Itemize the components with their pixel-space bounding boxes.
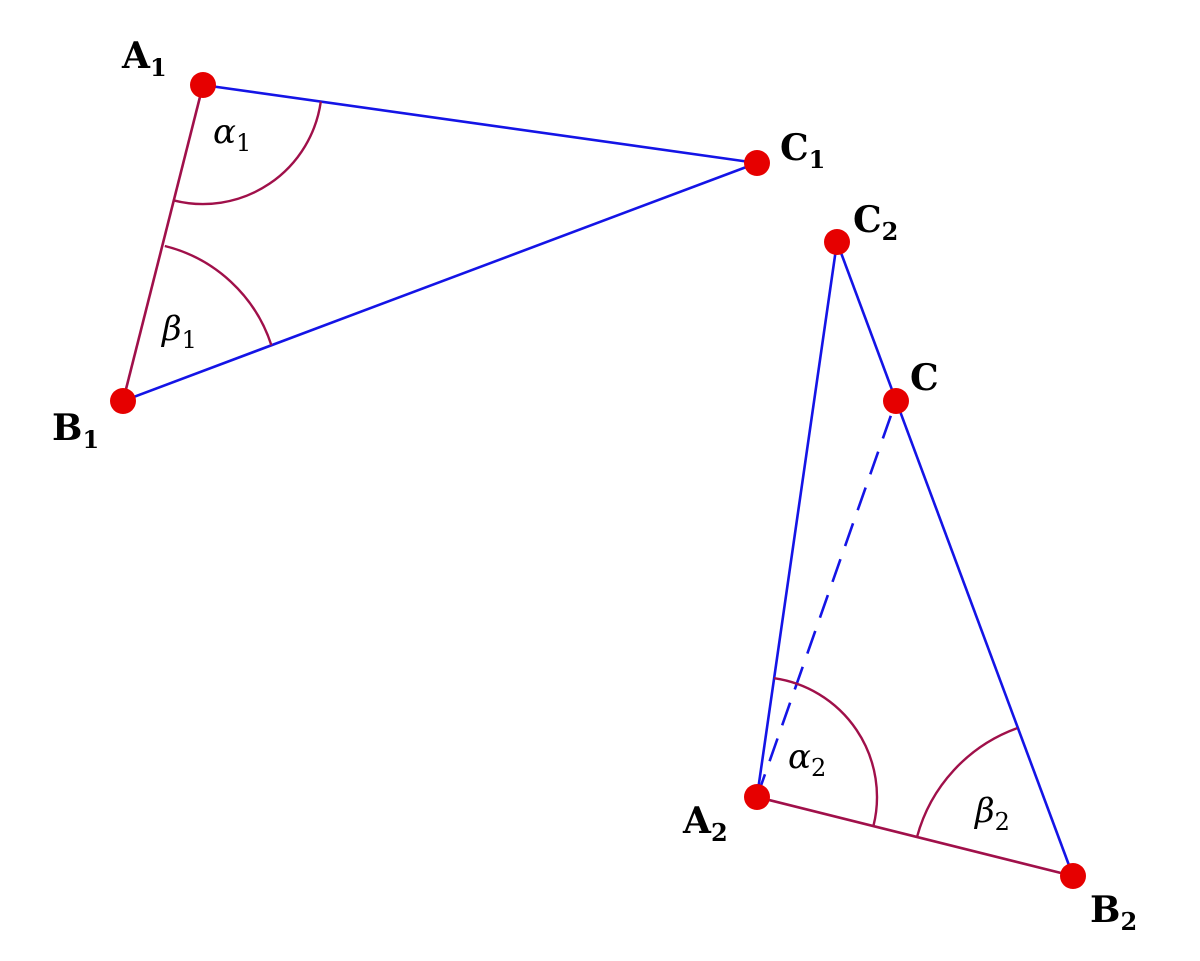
side-a1-b1 xyxy=(121,84,205,402)
angle-arc-beta2 xyxy=(915,726,1018,838)
label-c: C xyxy=(910,357,939,399)
side-c2-b2 xyxy=(835,241,1075,877)
side-a1-c1 xyxy=(202,83,758,165)
angle-arc-alpha2 xyxy=(773,677,879,827)
point-c xyxy=(883,388,909,414)
label-c1: C1 xyxy=(780,127,825,174)
side-a2-c2 xyxy=(755,241,839,798)
point-b2 xyxy=(1060,863,1086,889)
label-b1: B1 xyxy=(52,407,99,454)
side-a2-b2 xyxy=(756,795,1074,878)
angle-arc-alpha1 xyxy=(173,101,322,206)
point-c2 xyxy=(824,229,850,255)
label-b2: B2 xyxy=(1090,889,1137,936)
label-beta1: β1 xyxy=(160,309,197,354)
point-a2 xyxy=(744,784,770,810)
label-a1: A1 xyxy=(121,35,167,82)
label-beta2: β2 xyxy=(973,791,1010,836)
angle-arc-beta1 xyxy=(164,244,273,346)
point-a1 xyxy=(190,72,216,98)
label-alpha2: α2 xyxy=(788,737,826,782)
point-c1 xyxy=(744,150,770,176)
point-b1 xyxy=(110,388,136,414)
label-alpha1: α1 xyxy=(213,112,251,157)
dashed-a2-c xyxy=(755,400,898,798)
side-b1-c1 xyxy=(122,161,758,403)
label-a2: A2 xyxy=(682,800,728,847)
label-c2: C2 xyxy=(853,199,898,246)
